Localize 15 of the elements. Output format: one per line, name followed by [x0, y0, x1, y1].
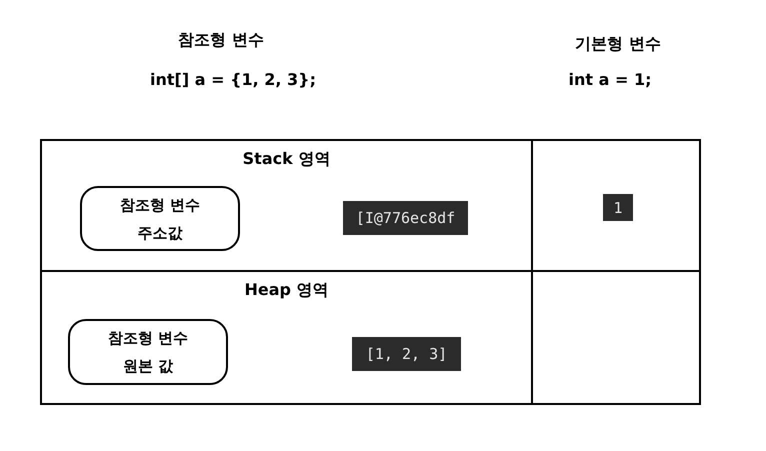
- rounded-box: 참조형 변수 원본 값: [68, 319, 228, 385]
- heading: 기본형 변수: [575, 34, 661, 55]
- code-chip: 1: [603, 194, 633, 221]
- code-text: int[] a = {1, 2, 3};: [150, 70, 316, 89]
- table-cell: [531, 270, 701, 405]
- section-heading: Stack 영역: [242, 149, 332, 170]
- code-chip: [I@776ec8df: [343, 201, 468, 235]
- section-heading: Heap 영역: [243, 280, 330, 301]
- code-chip: [1, 2, 3]: [352, 337, 461, 371]
- rounded-box: 참조형 변수 주소값: [80, 186, 240, 251]
- table-cell: [40, 139, 533, 272]
- table-cell: [40, 270, 533, 405]
- heading: 참조형 변수: [178, 30, 264, 51]
- table-cell: [531, 139, 701, 272]
- code-text: int a = 1;: [568, 70, 652, 89]
